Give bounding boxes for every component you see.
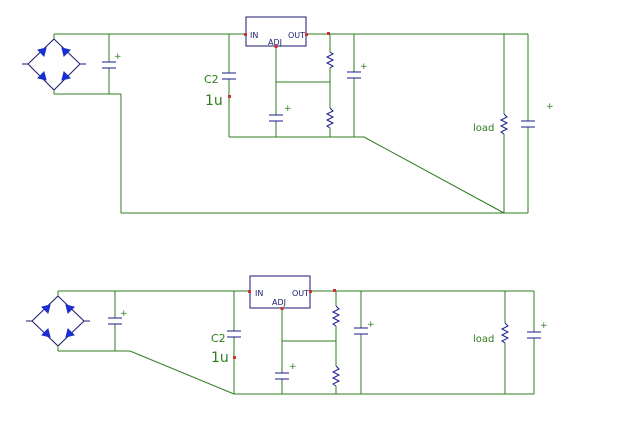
regulator-out-label-top: OUT	[288, 31, 305, 40]
diode-bottom-3	[41, 328, 51, 338]
schematic-bottom: IN OUT ADJ C2 1u load + + + +	[26, 275, 548, 395]
diode-top-3	[37, 71, 47, 81]
cap-c2-value-bottom: 1u	[211, 350, 229, 366]
regulator-in-label-top: IN	[250, 31, 258, 40]
cap-c2-name-top: C2	[204, 73, 219, 86]
diode-top-4	[61, 71, 71, 81]
diode-bottom-2	[65, 304, 75, 314]
plus-sign-top-1: +	[114, 52, 122, 62]
bridge-rectifier-bottom	[26, 295, 90, 347]
diode-bottom-4	[65, 328, 75, 338]
plus-sign-top-3: +	[360, 62, 368, 72]
resistor-r1-top	[325, 51, 335, 69]
load-capacitor-top	[521, 120, 535, 128]
load-label-bottom: load	[473, 334, 494, 345]
resistor-r2-bottom	[331, 365, 341, 387]
resistor-r1-bottom	[331, 305, 341, 327]
diode-bottom-1	[41, 304, 51, 314]
plus-sign-top-4: +	[546, 102, 554, 112]
plus-sign-bottom-3: +	[367, 320, 375, 330]
pin-markers-top	[228, 32, 330, 98]
regulator-adj-label-bottom: ADJ	[272, 298, 286, 307]
regulator-in-label-bottom: IN	[255, 289, 263, 298]
bridge-rectifier-top	[22, 38, 86, 91]
diode-top-2	[61, 47, 71, 57]
regulator-top: IN OUT ADJ	[244, 16, 308, 48]
pin-markers-bottom	[233, 289, 336, 359]
cap-c2-name-bottom: C2	[211, 332, 226, 345]
input-capacitor-top	[102, 61, 116, 69]
regulator-out-label-bottom: OUT	[292, 289, 309, 298]
regulator-adj-label-top: ADJ	[268, 38, 282, 47]
load-resistor-bottom	[500, 322, 510, 344]
load-label-top: load	[473, 123, 494, 134]
plus-sign-bottom-4: +	[540, 321, 548, 331]
output-capacitor-top	[347, 71, 361, 79]
plus-sign-top-2: +	[284, 104, 292, 114]
output-capacitor-bottom	[354, 327, 368, 335]
capacitor-c2-bottom	[227, 330, 241, 338]
resistor-r2-top	[325, 107, 335, 129]
input-capacitor-bottom	[108, 317, 122, 325]
load-capacitor-bottom	[527, 331, 541, 339]
plus-sign-bottom-1: +	[120, 309, 128, 319]
adj-capacitor-top	[269, 114, 283, 122]
adj-capacitor-bottom	[275, 372, 289, 380]
regulator-bottom: IN OUT ADJ	[248, 275, 312, 310]
capacitor-c2-top	[222, 72, 236, 80]
cap-c2-value-top: 1u	[205, 93, 223, 109]
load-resistor-top	[499, 113, 509, 135]
plus-sign-bottom-2: +	[289, 362, 297, 372]
wires-top	[53, 33, 529, 214]
wires-bottom	[57, 290, 535, 395]
diode-top-1	[37, 47, 47, 57]
schematic-top: IN OUT ADJ C2 1u load + + + +	[22, 16, 554, 214]
